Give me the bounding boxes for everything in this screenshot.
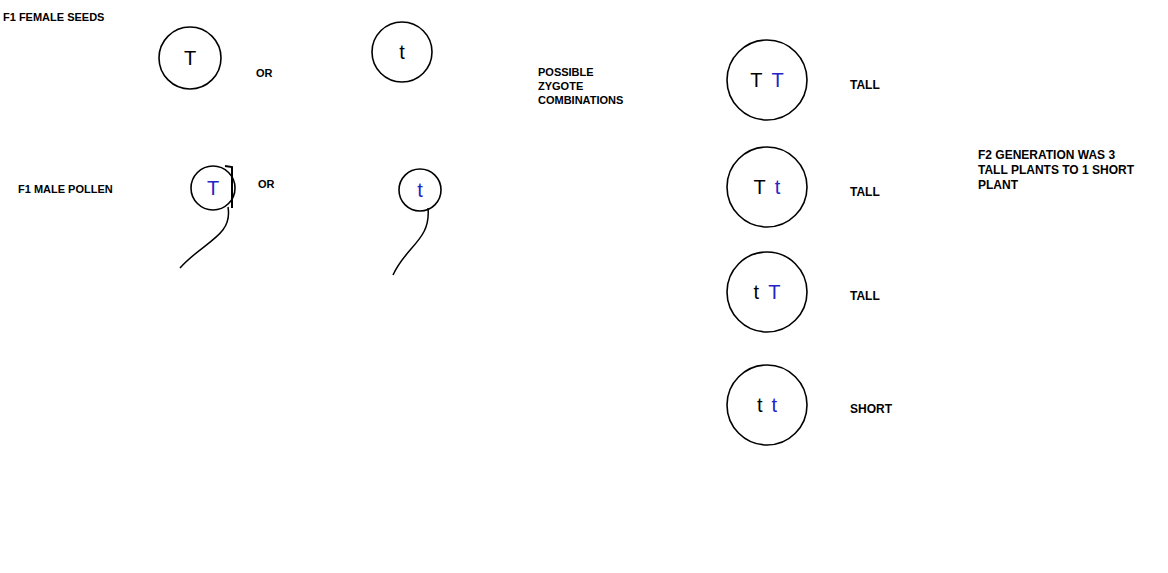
circle-outline bbox=[372, 22, 432, 82]
phenotype-label: TALL bbox=[850, 78, 880, 93]
circle-outline bbox=[727, 365, 807, 445]
female-seed: t bbox=[370, 20, 434, 84]
generation-label: F1 FEMALE SEEDS bbox=[3, 11, 104, 25]
zygote-circle: TT bbox=[725, 38, 809, 122]
female-seed: T bbox=[157, 25, 223, 91]
phenotype-label: TALL bbox=[850, 289, 880, 304]
zygote-circle: tT bbox=[725, 250, 809, 334]
or-label: OR bbox=[256, 67, 273, 81]
circle-outline bbox=[725, 250, 809, 334]
circle-outline bbox=[727, 252, 807, 332]
phenotype-label: SHORT bbox=[850, 402, 892, 417]
circle-outline bbox=[725, 38, 809, 122]
zygote-circle: Tt bbox=[725, 145, 809, 229]
circle-content: T bbox=[189, 164, 237, 212]
phenotype-label: TALL bbox=[850, 185, 880, 200]
allele-letter: t bbox=[754, 282, 760, 302]
circle-content: tT bbox=[725, 250, 809, 334]
zygote-circle: tt bbox=[725, 363, 809, 447]
circle-outline bbox=[725, 145, 809, 229]
allele-letter: T bbox=[768, 282, 780, 302]
pollen-tail bbox=[393, 208, 428, 275]
allele-letter: t bbox=[417, 180, 423, 200]
circle-outline bbox=[725, 363, 809, 447]
circle-content: TT bbox=[725, 38, 809, 122]
male-pollen: T bbox=[189, 164, 237, 212]
circle-outline bbox=[727, 40, 807, 120]
allele-letter: t bbox=[772, 395, 778, 415]
circle-outline bbox=[727, 147, 807, 227]
allele-letter: T bbox=[772, 70, 784, 90]
allele-letter: T bbox=[184, 48, 196, 68]
circle-outline bbox=[191, 166, 235, 210]
circle-content: tt bbox=[725, 363, 809, 447]
circle-content: Tt bbox=[725, 145, 809, 229]
male-pollen: t bbox=[397, 167, 443, 213]
circle-outline bbox=[159, 27, 221, 89]
pollen-tail bbox=[180, 207, 229, 268]
circle-content: t bbox=[370, 20, 434, 84]
circle-outline bbox=[399, 169, 441, 211]
allele-letter: T bbox=[754, 177, 766, 197]
allele-letter: T bbox=[207, 178, 219, 198]
circle-content: t bbox=[397, 167, 443, 213]
result-note: F2 GENERATION WAS 3 TALL PLANTS TO 1 SHO… bbox=[978, 148, 1143, 193]
circle-content: T bbox=[157, 25, 223, 91]
or-label: OR bbox=[258, 178, 275, 192]
allele-letter: t bbox=[775, 177, 781, 197]
allele-letter: t bbox=[399, 42, 405, 62]
allele-letter: t bbox=[757, 395, 763, 415]
generation-label: F1 MALE POLLEN bbox=[18, 183, 113, 197]
allele-letter: T bbox=[750, 70, 762, 90]
zygote-heading: POSSIBLE ZYGOTE COMBINATIONS bbox=[538, 66, 623, 107]
